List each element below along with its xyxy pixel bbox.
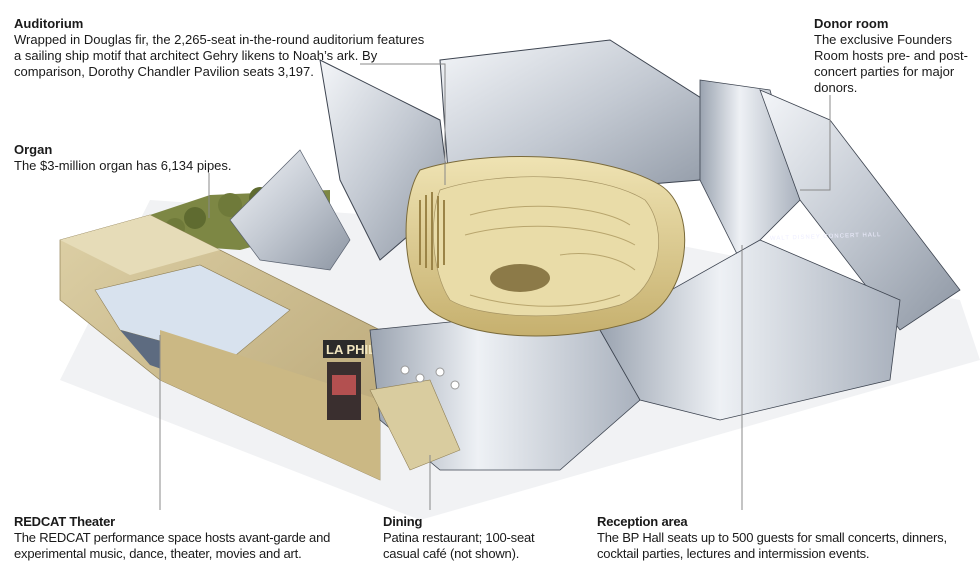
leader-auditorium [360,63,446,185]
la-phil-banner [323,340,365,358]
callout-title: Dining [383,514,423,529]
stage [490,264,550,292]
callout-text: The REDCAT performance space hosts avant… [14,530,331,561]
callout-auditorium: Auditorium Wrapped in Douglas fir, the 2… [14,16,434,80]
dining-area [369,365,461,471]
callout-organ: Organ The $3-million organ has 6,134 pip… [14,142,314,174]
organ-pipes [419,192,445,270]
callout-text: Patina restaurant; 100-seat casual café … [383,530,535,561]
callout-redcat: REDCAT Theater The REDCAT performance sp… [14,514,364,562]
callout-text: The exclusive Founders Room hosts pre- a… [814,32,968,95]
auditorium-interior [405,155,686,337]
callout-text: The $3-million organ has 6,134 pipes. [14,158,232,173]
callout-title: REDCAT Theater [14,514,115,529]
redcat-building: LA PHIL [59,214,381,481]
callout-reception: Reception area The BP Hall seats up to 5… [597,514,972,562]
leader-lines [159,63,831,510]
callout-title: Organ [14,142,53,157]
la-phil-sign: LA PHIL [326,342,376,357]
callout-text: Wrapped in Douglas fir, the 2,265-seat i… [14,32,425,79]
callout-dining: Dining Patina restaurant; 100-seat casua… [383,514,568,562]
facade-lettering: WALT DISNEY CONCERT HALL [770,232,882,242]
callout-donor-room: Donor room The exclusive Founders Room h… [814,16,974,96]
callout-title: Auditorium [14,16,84,31]
leader-donor-room [800,95,831,191]
callout-title: Reception area [597,514,688,529]
callout-title: Donor room [814,16,889,31]
callout-text: The BP Hall seats up to 500 guests for s… [597,530,947,561]
